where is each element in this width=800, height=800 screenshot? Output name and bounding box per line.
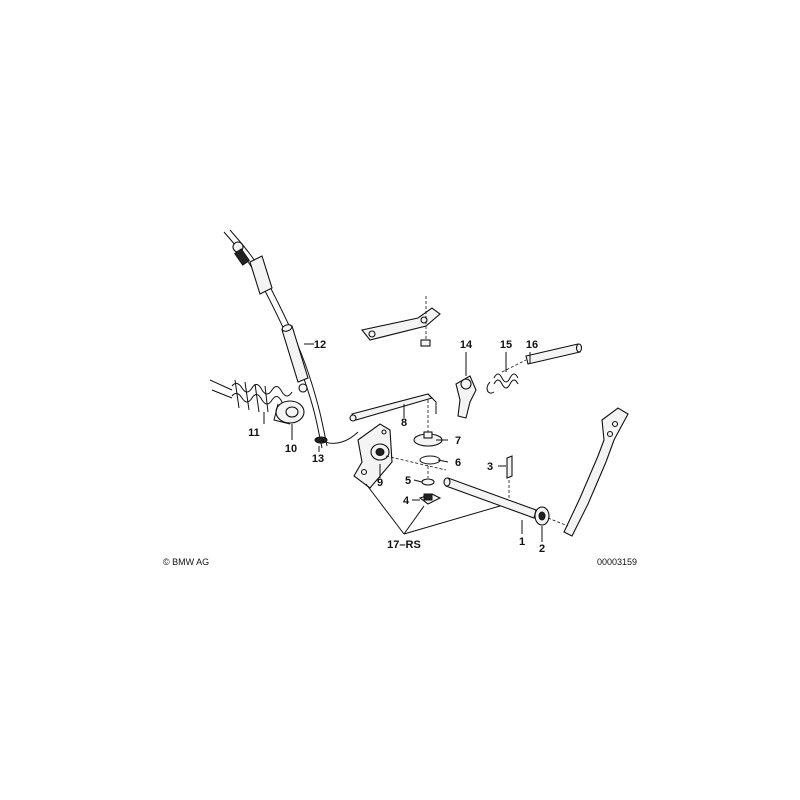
label-16: 16 [526,339,538,351]
copyright-text: © BMW AG [163,557,209,567]
washer-5 [421,466,435,486]
bowden-cable [223,229,359,449]
label-8: 8 [401,417,407,429]
spring-11 [209,379,293,413]
part-labels: 1 2 3 4 5 6 7 8 9 10 11 12 13 14 15 16 1… [248,339,545,555]
linkage-rod-8 [349,393,437,422]
label-12: 12 [314,339,326,351]
label-15: 15 [500,339,512,351]
label-14: 14 [460,339,473,351]
lever-plate-9 [353,423,447,489]
label-17-rs: 17–RS [387,539,421,551]
nut-4 [418,493,442,505]
label-11: 11 [248,427,260,439]
clip-6 [419,455,441,465]
label-3: 3 [487,461,493,473]
label-7: 7 [455,435,461,447]
pin-3 [506,455,513,479]
lever-14 [455,375,477,419]
label-4: 4 [403,495,410,507]
label-2: 2 [539,543,545,555]
label-5: 5 [405,475,411,487]
label-10: 10 [285,443,297,455]
mounting-bracket [547,407,629,537]
diagram-number: 00003159 [597,557,637,567]
bushing-2 [534,506,550,526]
washer-7 [413,400,443,447]
leader-lines [263,343,543,542]
spring-15 [486,373,519,394]
pin-16 [501,343,583,373]
label-6: 6 [455,457,461,469]
label-1: 1 [519,536,525,548]
shaft-1 [443,477,537,519]
label-13: 13 [312,453,324,465]
bracket-top [361,296,441,347]
bushing-10 [273,400,305,425]
label-9: 9 [377,477,383,489]
